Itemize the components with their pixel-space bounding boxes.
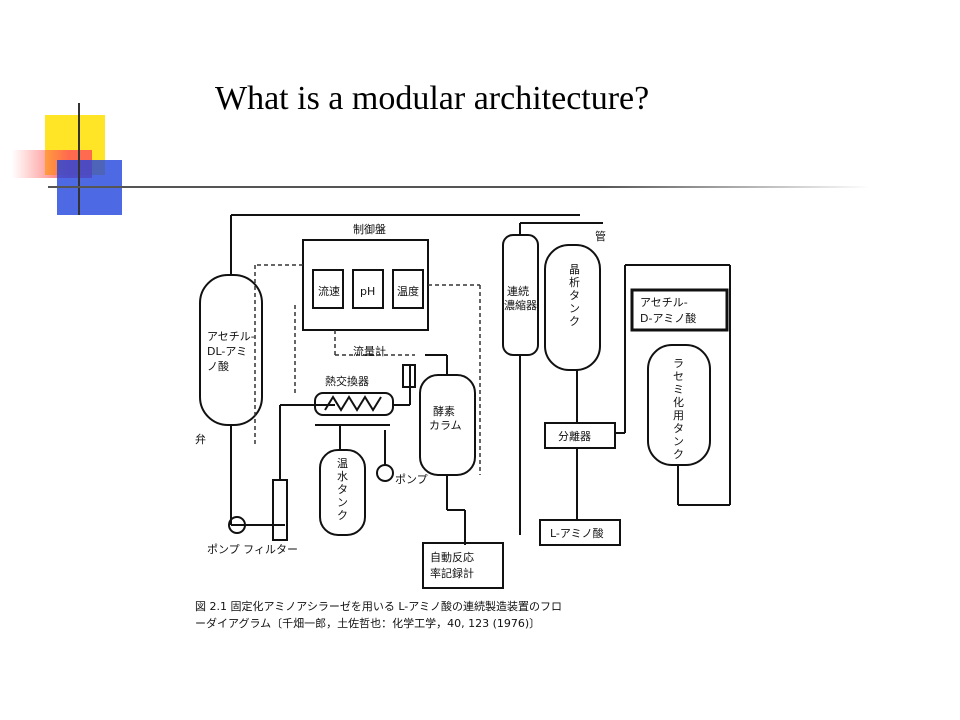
flow-diagram: 制御盤 流速 pH 温度 アセチル- DL-アミ ノ酸 流量計 熱交換器 酵素 …: [185, 205, 745, 640]
label-hot-5: ク: [337, 509, 348, 522]
label-separator: 分離器: [558, 429, 591, 443]
label-temperature: 温度: [397, 284, 419, 298]
flow-rate-gauge: [312, 269, 344, 309]
label-hot-2: 水: [337, 470, 348, 483]
label-ph: pH: [360, 285, 375, 298]
ph-gauge: [352, 269, 384, 309]
label-race-6: タ: [673, 422, 684, 435]
l-amino-acid-box: [539, 519, 621, 546]
label-hot-3: タ: [337, 483, 348, 496]
caption-line-2: ーダイアグラム〔千畑一郎，土佐哲也：化学工学，40, 123 (1976)〕: [195, 616, 540, 630]
label-race-8: ク: [673, 448, 684, 461]
label-valve: 弁: [195, 432, 206, 446]
label-pump-right: ポンプ: [395, 473, 428, 486]
label-enzyme-2: カラム: [429, 419, 462, 432]
label-acetyl-d-2: D-アミノ酸: [640, 311, 696, 325]
pump-right: [376, 464, 394, 482]
slide-title: What is a modular architecture?: [215, 80, 650, 117]
label-race-7: ン: [673, 435, 684, 448]
label-recorder-1: 自動反応: [430, 550, 474, 564]
label-hot-4: ン: [337, 496, 348, 509]
label-race-3: ミ: [673, 383, 684, 396]
title-rule-fade: [600, 186, 870, 188]
flow-diagram-svg: 制御盤 流速 pH 温度 アセチル- DL-アミ ノ酸 流量計 熱交換器 酵素 …: [195, 214, 731, 630]
label-enzyme-1: 酵素: [433, 405, 455, 418]
label-flow-meter: 流量計: [353, 344, 386, 358]
label-pump-filter: ポンプ フィルター: [207, 543, 298, 556]
label-heat-exchanger: 熱交換器: [325, 374, 369, 388]
pump-left: [228, 516, 246, 534]
filter: [272, 479, 288, 541]
separator-box: [544, 422, 616, 449]
label-crystal-2: 析: [569, 275, 580, 289]
hot-water-tank: [319, 449, 366, 536]
label-pipe: 管: [595, 229, 606, 243]
label-recorder-2: 率記録計: [430, 566, 474, 580]
label-tank-dl-1: アセチル-: [207, 330, 255, 343]
label-l-amino: L-アミノ酸: [550, 526, 604, 540]
label-crystal-1: 晶: [569, 263, 580, 276]
label-evaporator-1: 連続: [507, 284, 529, 298]
label-control-panel: 制御盤: [353, 222, 386, 236]
label-tank-dl-2: DL-アミ: [207, 345, 247, 358]
label-acetyl-d-1: アセチル-: [640, 296, 688, 309]
label-tank-dl-3: ノ酸: [207, 359, 229, 373]
label-race-5: 用: [673, 409, 684, 422]
label-evaporator-2: 濃縮器: [504, 298, 537, 312]
title-rule: [48, 186, 868, 188]
label-crystal-4: ン: [569, 302, 580, 315]
label-crystal-5: ク: [569, 315, 580, 328]
acetyl-d-box: [630, 288, 729, 332]
recorder-box: [422, 542, 504, 589]
caption-line-1: 図 2.1 固定化アミノアシラーゼを用いる L-アミノ酸の連続製造装置のフロ: [195, 599, 562, 613]
label-race-1: ラ: [673, 357, 684, 370]
temperature-gauge: [392, 269, 424, 309]
label-race-2: セ: [673, 370, 684, 383]
label-hot-1: 温: [337, 457, 348, 470]
decor-vertical-line: [78, 103, 80, 215]
label-flow-rate: 流速: [318, 284, 340, 298]
crystal-tank: [544, 244, 601, 371]
label-race-4: 化: [673, 395, 684, 409]
label-crystal-3: タ: [569, 289, 580, 302]
